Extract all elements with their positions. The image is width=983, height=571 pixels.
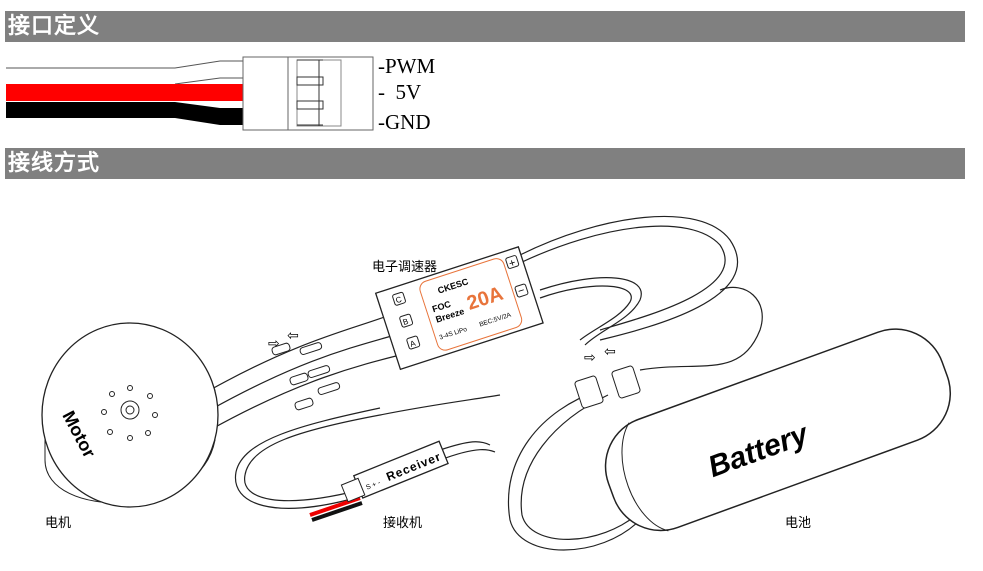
esc-caption: 电子调速器 (372, 260, 438, 275)
arrow-icon: ⇦ (287, 327, 299, 343)
pin-label-pwm: -PWM (378, 54, 436, 78)
arrow-icon: ⇦ (604, 343, 616, 359)
section-header-interface: 接口定义 (5, 11, 965, 42)
arrow-icon: ⇨ (584, 349, 596, 365)
connector-housing (242, 56, 374, 131)
pin-label-5v: - 5V (378, 80, 422, 104)
svg-text:+: + (508, 257, 518, 270)
esc: CKESC FOC Breeze 20A 3-4S LiPo BEC:5V/2A… (374, 246, 544, 371)
arrow-icon: ⇨ (268, 335, 280, 351)
receiver: S + - Receiver (340, 440, 449, 503)
pin-label-gnd: -GND (378, 110, 431, 134)
red-wire (6, 84, 245, 101)
svg-text:A: A (409, 338, 417, 348)
battery-caption: 电池 (785, 516, 812, 531)
svg-text:B: B (402, 317, 410, 327)
section-header-wiring: 接线方式 (5, 148, 965, 179)
connector-diagram (6, 56, 374, 131)
motor-caption: 电机 (45, 516, 72, 531)
bullet-connectors (271, 342, 641, 411)
svg-text:C: C (395, 295, 403, 305)
black-wire (6, 102, 245, 125)
svg-text:−: − (516, 284, 526, 297)
wiring-cables (209, 215, 763, 551)
receiver-caption: 接收机 (383, 516, 423, 531)
battery: Battery (604, 328, 952, 532)
motor: Motor (41, 322, 219, 508)
